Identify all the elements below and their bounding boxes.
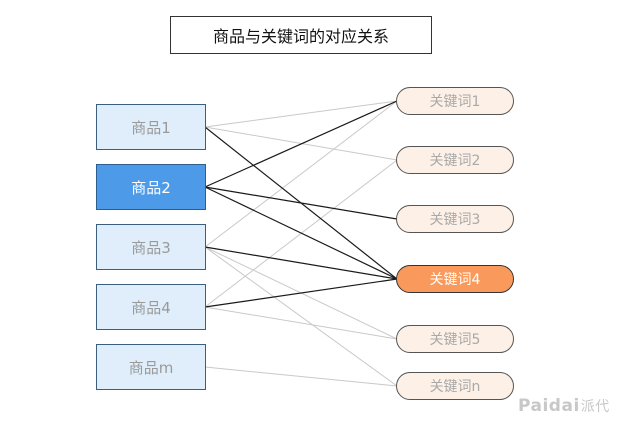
keyword-node-k4[interactable]: 关键词4 bbox=[396, 265, 514, 293]
edge-pm-kn bbox=[204, 366, 398, 387]
edge-p2-k1 bbox=[204, 100, 398, 188]
product-node-p1[interactable]: 商品1 bbox=[96, 104, 206, 150]
edge-p2-k3 bbox=[204, 186, 398, 220]
edge-p4-k4 bbox=[204, 278, 398, 308]
keyword-node-k1[interactable]: 关键词1 bbox=[396, 87, 514, 115]
keyword-node-k3[interactable]: 关键词3 bbox=[396, 205, 514, 233]
edge-p1-k1 bbox=[204, 100, 398, 128]
product-node-pm[interactable]: 商品m bbox=[96, 344, 206, 390]
keyword-node-kn[interactable]: 关键词n bbox=[396, 372, 514, 400]
keyword-node-k5[interactable]: 关键词5 bbox=[396, 325, 514, 353]
edge-p3-k1 bbox=[204, 100, 398, 248]
keyword-node-k2[interactable]: 关键词2 bbox=[396, 146, 514, 174]
edge-p4-k5 bbox=[204, 306, 398, 340]
edge-p3-k4 bbox=[204, 246, 398, 280]
watermark-logo: Paidai派代 bbox=[518, 396, 610, 416]
product-node-p3[interactable]: 商品3 bbox=[96, 224, 206, 270]
product-node-p4[interactable]: 商品4 bbox=[96, 284, 206, 330]
watermark-latin: Paidai bbox=[518, 396, 580, 416]
product-node-p2[interactable]: 商品2 bbox=[96, 164, 206, 210]
watermark-cn: 派代 bbox=[580, 399, 610, 415]
edge-p2-k4 bbox=[204, 186, 398, 280]
diagram-title: 商品与关键词的对应关系 bbox=[170, 16, 432, 54]
edge-p3-kn bbox=[204, 246, 398, 387]
